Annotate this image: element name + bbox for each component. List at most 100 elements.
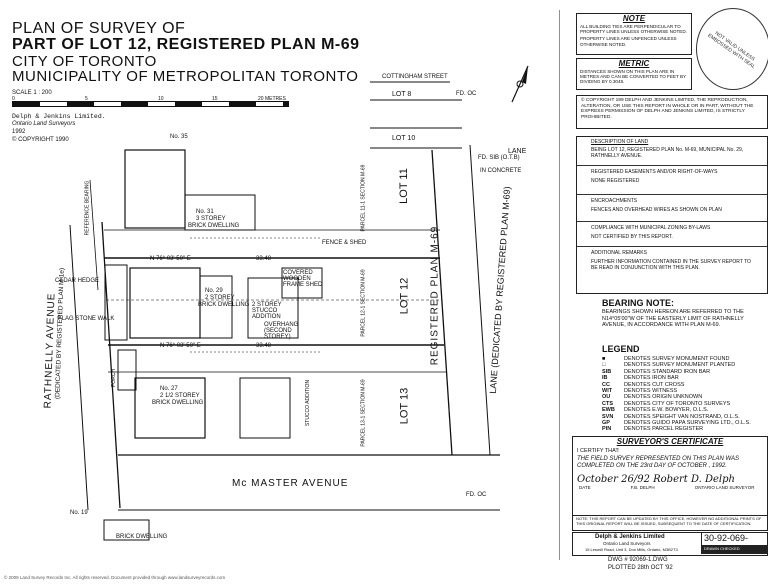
legend-item: ■DENOTES SURVEY MONUMENT FOUND <box>602 356 730 362</box>
fd-oc-bottom: FD. OC <box>466 492 487 498</box>
lot13-label: LOT 13 <box>398 387 411 425</box>
title-block-drawn: DRAWN CHECKED <box>701 545 768 554</box>
note-box: NOTE ALL BUILDING TIES ARE PERPENDICULAR… <box>576 13 692 55</box>
distance-mid: 33.48 <box>256 343 272 349</box>
no31-label: No. 31 <box>196 209 214 215</box>
no31-desc1: 3 STOREY <box>196 216 226 222</box>
plan-title-line3: CITY OF TORONTO <box>12 53 157 70</box>
update-note: NOTE: THIS REPORT CAN BE UPDATED BY THIS… <box>576 516 762 526</box>
certificate-signer-role: ONTARIO LAND SURVEYOR <box>694 485 755 490</box>
certificate-heading: SURVEYOR'S CERTIFICATE <box>616 437 724 446</box>
title-block-address: 15 Lesmill Road, Unit 3, Don Mills, Onta… <box>585 547 678 552</box>
no29-label: No. 29 <box>205 288 223 294</box>
easements-head: REGISTERED EASEMENTS AND/OR RIGHT-OF-WAY… <box>577 165 767 178</box>
scale-tick-10: 10 <box>158 96 164 102</box>
street-mcmaster: Mc MASTER AVENUE <box>232 478 349 489</box>
no35-label: No. 35 <box>170 134 188 140</box>
signature: October 26/92 Robert D. Delph <box>577 474 735 485</box>
encroach-text: FENCES AND OVERHEAD WIRES AS SHOWN ON PL… <box>591 207 722 213</box>
scale-tick-20: 20 METRES <box>258 96 286 102</box>
survey-report-box: DESCRIPTION OF LAND BEING LOT 12, REGIST… <box>576 136 768 294</box>
lot10-label: LOT 10 <box>392 135 416 142</box>
scale-tick-15: 15 <box>212 96 218 102</box>
scale-tick-0: 0 <box>12 96 15 102</box>
addition-label: 2 STOREY STUCCO ADDITION <box>252 302 282 320</box>
no27-desc1: 2 1/2 STOREY <box>160 393 200 399</box>
flag-walk: FLAG STONE WALK <box>58 316 115 322</box>
dwg-number: DWG # 92069-1.DWG <box>608 557 668 563</box>
plotted-date: PLOTTED 28th OCT '92 <box>608 565 673 571</box>
copyright-box: © COPYRIGHT 199 DELPH AND JENKINS LIMITE… <box>576 95 768 129</box>
metric-heading: METRIC <box>618 59 650 68</box>
frame-shed-label: COVERED WOODEN FRAME SHED <box>283 270 323 288</box>
no31-desc2: BRICK DWELLING <box>188 223 240 229</box>
footer-notice: © 2009 Land Survey Records Inc. All righ… <box>4 575 226 580</box>
seal-stamp: NOT VALID UNLESS EMBOSSED WITH SEAL <box>696 8 768 90</box>
legend-heading: LEGEND <box>602 344 640 354</box>
certificate-signer: F.B. DELPH <box>630 485 655 490</box>
no19-desc: BRICK DWELLING <box>116 534 168 540</box>
note-text2: PROPERTY LINES ARE UNFENCED UNLESS OTHER… <box>580 36 677 47</box>
lot11-label: LOT 11 <box>397 168 410 204</box>
bearing-note-heading: BEARING NOTE: <box>602 298 674 308</box>
parcel-13: PARCEL 13-1 SECTION M-69 <box>360 379 367 447</box>
plan-title-line4: MUNICIPALITY OF METROPOLITAN TORONTO <box>12 68 359 85</box>
note-heading: NOTE <box>622 14 646 23</box>
no27-desc2: BRICK DWELLING <box>152 400 204 406</box>
surveyor-copyright: © COPYRIGHT 1990 <box>12 137 69 143</box>
reference-bearing: REFERENCE BEARING <box>84 180 91 236</box>
north-arrow-icon <box>511 65 529 103</box>
legend-item: □DENOTES SURVEY MONUMENT PLANTED <box>602 362 736 369</box>
porch-label: PORCH <box>111 368 118 388</box>
surveyor-sub: Ontario Land Surveyors <box>12 121 76 127</box>
easements-text: NONE REGISTERED <box>591 178 640 184</box>
scale-label: SCALE 1 : 200 <box>12 90 52 96</box>
street-cottingham: COTTINGHAM STREET <box>382 74 448 80</box>
encroach-head: ENCROACHMENTS <box>577 194 767 207</box>
no29-desc1: 2 STOREY <box>205 295 235 301</box>
lot12-label: LOT 12 <box>398 277 411 315</box>
no29-desc2: BRICK DWELLING <box>198 302 250 308</box>
plan-title-line2: PART OF LOT 12, REGISTERED PLAN M-69 <box>12 36 360 53</box>
desc-text: BEING LOT 12, REGISTERED PLAN No. M-69, … <box>591 147 744 159</box>
copyright-text: © COPYRIGHT 199 DELPH AND JENKINS LIMITE… <box>581 98 754 120</box>
update-note-box: NOTE: THIS REPORT CAN BE UPDATED BY THIS… <box>572 515 768 531</box>
scale-bar <box>12 101 289 107</box>
note-text1: ALL BUILDING TIES ARE PERPENDICULAR TO P… <box>580 24 687 35</box>
scale-tick-5: 5 <box>85 96 88 102</box>
certificate-date-label: DATE <box>579 485 591 490</box>
parcel-12: PARCEL 12-1 SECTION M-69 <box>360 269 367 337</box>
overhang-label: OVERHANG (SECOND STOREY) <box>264 322 299 340</box>
title-block-job: 30-92-069- <box>701 533 768 545</box>
certificate-text: THE FIELD SURVEY REPRESENTED ON THIS PLA… <box>577 456 740 469</box>
certificate-box: SURVEYOR'S CERTIFICATE I CERTIFY THAT: T… <box>572 436 768 516</box>
bearing-mid: N 76° 03' 50" E <box>160 343 201 349</box>
lot8-label: LOT 8 <box>392 91 412 98</box>
title-block: Delph & Jenkins Limited Ontario Land Sur… <box>572 532 768 556</box>
stucco-addition: STUCCO ADDITION <box>305 379 312 427</box>
surveyor-firm: Delph & Jenkins Limited. <box>12 113 106 120</box>
bearing-top: N 76° 03' 50" E <box>150 256 191 262</box>
zoning-head: COMPLIANCE WITH MUNICIPAL ZONING BY-LAWS <box>577 221 767 234</box>
in-concrete: IN CONCRETE <box>480 168 522 174</box>
title-block-sub: Ontario Land Surveyors <box>603 541 651 546</box>
plan-title-line1: PLAN OF SURVEY OF <box>12 20 186 37</box>
fence-shed: FENCE & SHED <box>322 240 367 246</box>
remarks-head: ADDITIONAL REMARKS <box>577 246 767 259</box>
bearing-note-text: BEARINGS SHOWN HEREON ARE REFERRED TO TH… <box>602 309 744 329</box>
remarks-text: FURTHER INFORMATION CONTAINED IN THE SUR… <box>591 259 751 271</box>
fd-oc-top: FD. OC <box>456 91 477 97</box>
desc-head: DESCRIPTION OF LAND <box>591 139 649 145</box>
zoning-text: NOT CERTIFIED BY THIS REPORT. <box>591 234 673 240</box>
metric-box: METRIC DISTANCES SHOWN ON THIS PLAN ARE … <box>576 58 692 90</box>
surveyor-year: 1992 <box>12 129 26 135</box>
lane-label: LANE <box>508 148 527 155</box>
